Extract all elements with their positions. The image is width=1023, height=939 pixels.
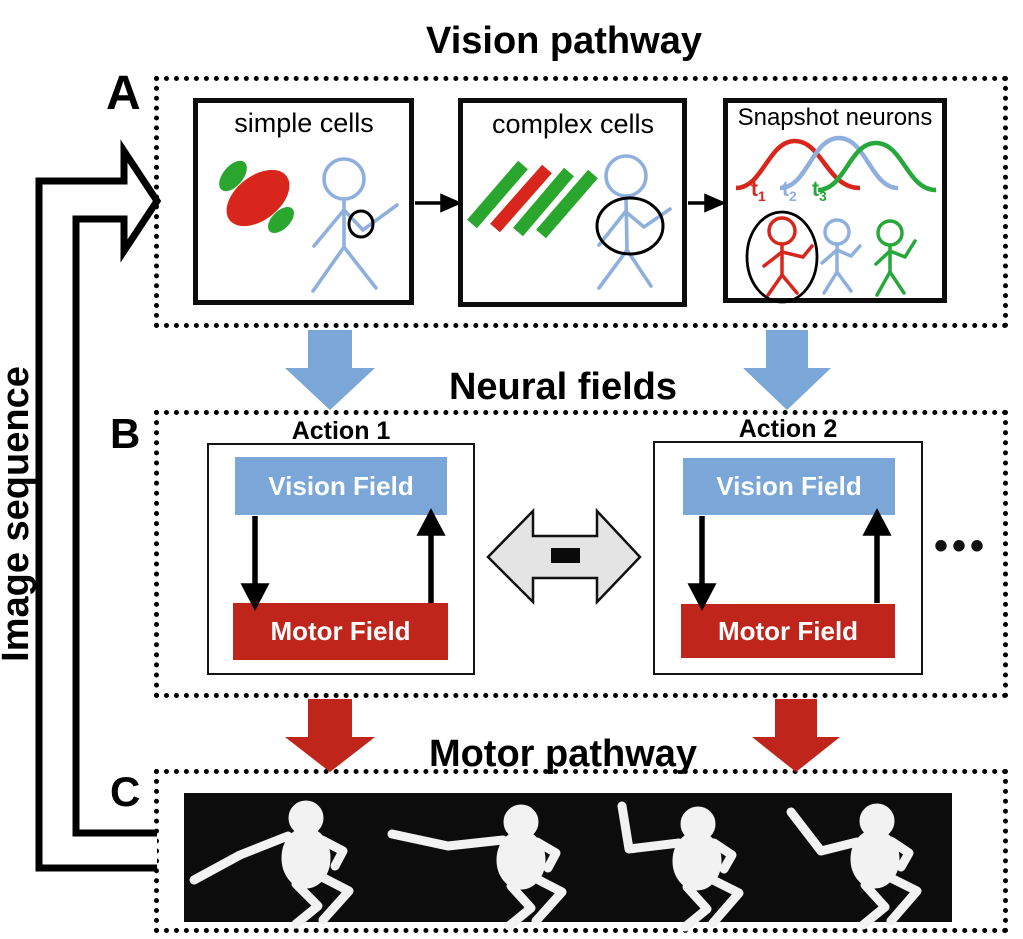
walker-figure-icon — [189, 800, 354, 929]
inhibition-double-arrow — [486, 507, 642, 606]
red-blob-icon — [226, 169, 290, 227]
vision-field-2: Vision Field — [683, 458, 895, 515]
selected-snapshot-circle-icon — [745, 210, 819, 304]
blue-flow-arrows — [285, 330, 831, 410]
snapshot-neurons-label: Snapshot neurons — [737, 104, 933, 131]
tuning-curves-icon — [735, 135, 937, 193]
snapshot-neurons-box — [723, 98, 947, 303]
blue-down-arrow-icon — [285, 330, 375, 410]
action2-title: Action 2 — [738, 415, 838, 443]
motor-field-2-label: Motor Field — [717, 616, 859, 646]
blue-down-arrow-icon — [743, 330, 831, 410]
red-snapshot-figure-icon — [762, 216, 814, 297]
motor-field-2: Motor Field — [681, 604, 895, 658]
box-to-box-arrows — [415, 193, 727, 213]
panel-b-label: B — [110, 410, 141, 457]
simple-cells-graphic — [219, 157, 399, 293]
snapshot-neurons-graphic — [735, 135, 937, 304]
t2-label: t2 — [782, 178, 797, 205]
walker-figure-icon — [617, 801, 744, 932]
motor-field-1: Motor Field — [233, 603, 448, 660]
red-down-arrow-icon — [285, 699, 375, 772]
red-down-arrow-icon — [752, 699, 840, 772]
green-blob-icon — [268, 207, 294, 233]
stick-figure-icon — [597, 154, 672, 290]
panel-b-border — [154, 410, 1008, 698]
green-blob-icon — [219, 160, 247, 192]
hand-highlight-circle-icon — [347, 209, 375, 239]
panel-c-label: C — [110, 768, 141, 815]
more-actions-ellipsis: ••• — [934, 524, 989, 568]
t3-label: t3 — [812, 178, 827, 205]
neural-fields-title: Neural fields — [448, 366, 678, 408]
red-flow-arrows — [285, 699, 840, 772]
torso-highlight-circle-icon — [595, 196, 665, 256]
green-snapshot-figure-icon — [874, 219, 917, 297]
vision-field-1-label: Vision Field — [268, 471, 414, 501]
vision-pathway-title: Vision pathway — [426, 20, 702, 62]
image-sequence-label: Image sequence — [0, 366, 37, 662]
walker-figure-icon — [387, 804, 567, 931]
motor-field-1-label: Motor Field — [270, 616, 411, 646]
walker-figure-icon — [786, 803, 922, 930]
action1-title: Action 1 — [291, 417, 391, 445]
motor-output-strip — [184, 793, 952, 932]
t1-label: t1 — [751, 178, 766, 205]
panel-a-label: A — [106, 67, 141, 120]
blue-snapshot-figure-icon — [820, 218, 862, 295]
motor-pathway-title: Motor pathway — [428, 733, 698, 775]
vision-field-2-label: Vision Field — [716, 471, 862, 501]
vision-field-1: Vision Field — [235, 457, 447, 515]
stick-figure-icon — [311, 157, 399, 293]
complex-cells-graphic — [467, 154, 672, 290]
image-sequence-feedback-arrow — [35, 139, 162, 872]
gabor-bars-icon — [467, 160, 598, 239]
simple-cells-label: simple cells — [234, 108, 374, 138]
field-coupling-arrows — [240, 508, 892, 611]
complex-cells-label: complex cells — [491, 109, 655, 139]
minus-icon — [551, 548, 580, 563]
